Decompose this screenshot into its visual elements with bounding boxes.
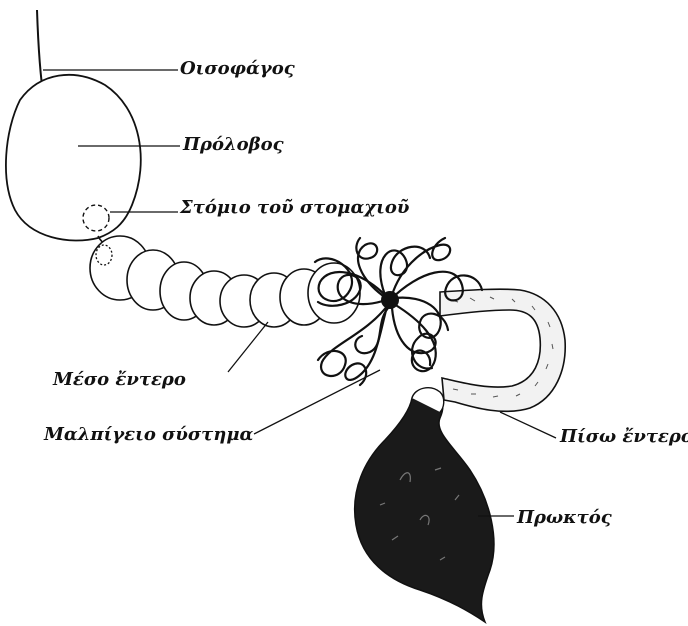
leader-hindgut bbox=[500, 412, 556, 438]
leader-malpighian bbox=[254, 370, 380, 434]
label-stomodeum: Στόμιο τοῦ στομαχιοῦ bbox=[180, 199, 409, 217]
crop bbox=[6, 75, 141, 241]
hindgut-tube bbox=[440, 289, 565, 411]
label-midgut: Μέσο ἔντερο bbox=[53, 371, 186, 389]
label-hindgut: Πίσω ἔντερο bbox=[560, 428, 688, 446]
malpighian-junction bbox=[381, 291, 399, 309]
hindgut bbox=[440, 289, 565, 411]
label-oesophagus: Οισοφάγος bbox=[180, 60, 295, 78]
rectum-body bbox=[355, 389, 494, 622]
malpighian-tubule bbox=[392, 238, 450, 295]
rectum bbox=[355, 388, 494, 622]
label-malpighian-system: Μαλπίγειο σύστημα bbox=[44, 426, 253, 444]
label-crop: Πρόλοβος bbox=[183, 136, 284, 154]
label-rectum: Πρωκτός bbox=[517, 509, 612, 527]
leader-midgut bbox=[228, 322, 268, 372]
